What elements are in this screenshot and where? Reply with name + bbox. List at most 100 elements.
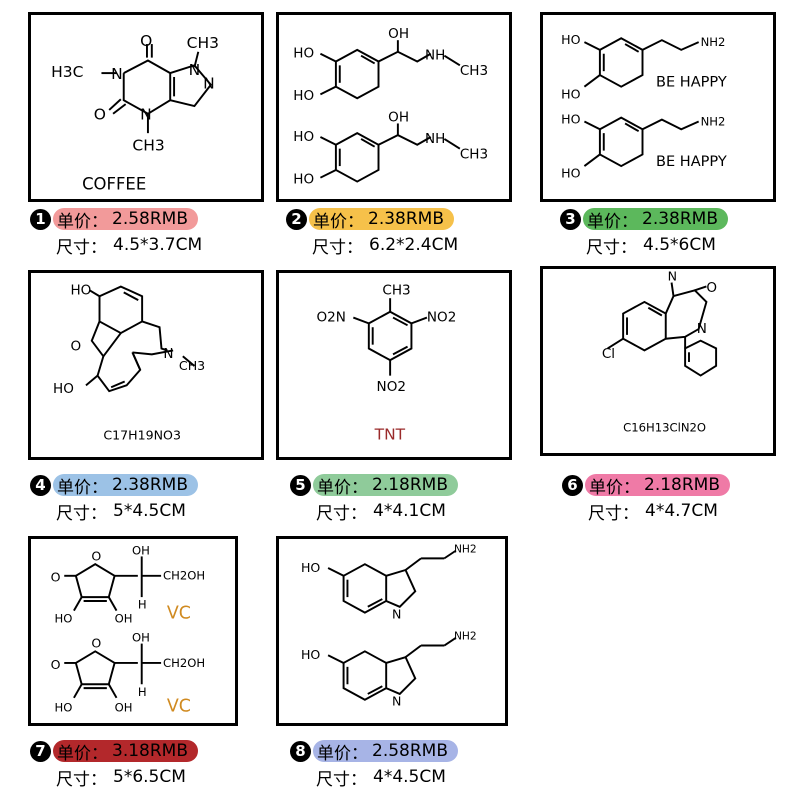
atom-nh-ser2: N — [392, 694, 401, 709]
formula-diazepam: C16H13ClN2O — [623, 421, 706, 435]
sticker-1-caffeine: O H3C N O N CH3 N CH3 N COFFEE — [28, 12, 264, 202]
atom-oh2-vc1: OH — [115, 611, 133, 625]
atom-o-left: O — [94, 106, 106, 124]
atom-nh-a: NH — [425, 48, 445, 64]
size-value: 4*4.7CM — [645, 501, 718, 521]
atom-o-top: O — [140, 32, 152, 50]
price-row-5: 5 单价： 2.18RMB — [290, 472, 458, 498]
caption-tnt: TNT — [374, 426, 406, 444]
atom-ho-morphine-bottom: HO — [53, 381, 74, 397]
atom-nh2-c: NH2 — [701, 35, 726, 49]
atom-oh-b: OH — [388, 110, 409, 126]
atom-ho-c1: HO — [561, 32, 580, 47]
atom-ch3-tnt: CH3 — [382, 282, 410, 298]
price-row-1: 1 单价： 2.58RMB — [30, 206, 202, 232]
atom-nh2-ser2: NH2 — [454, 630, 477, 643]
size-label: 尺寸： — [56, 769, 107, 790]
size-label: 尺寸： — [56, 237, 107, 258]
atom-nh-b: NH — [425, 131, 445, 147]
info-1: 1 单价： 2.58RMB 尺寸： 4.5*3.7CM — [30, 206, 202, 258]
price-pill: 单价： 3.18RMB — [53, 740, 198, 764]
number-badge: 6 — [562, 474, 583, 496]
size-row-3: 尺寸： 4.5*6CM — [560, 232, 728, 258]
adrenaline-structure: HO HO OH NH CH3 HO HO OH NH CH3 — [293, 26, 488, 187]
formula-morphine: C17H19NO3 — [103, 428, 181, 443]
price-value: 2.38RMB — [112, 475, 188, 495]
atom-ho-ser1: HO — [301, 560, 320, 575]
atom-o2n-tnt: O2N — [317, 309, 346, 325]
number-badge: 5 — [290, 474, 311, 496]
atom-n4-diazepam: N — [697, 321, 707, 337]
price-value: 2.18RMB — [644, 475, 720, 495]
number-badge: 4 — [30, 474, 51, 496]
atom-n1-diazepam: N — [668, 269, 677, 284]
atom-oh2-vc2: OH — [115, 700, 133, 714]
price-pill: 单价： 2.58RMB — [53, 208, 198, 232]
info-4: 4 单价： 2.38RMB 尺寸： 5*4.5CM — [30, 472, 198, 524]
info-3: 3 单价： 2.38RMB 尺寸： 4.5*6CM — [560, 206, 728, 258]
size-row-8: 尺寸： 4*4.5CM — [290, 764, 458, 790]
price-pill: 单价： 2.18RMB — [313, 474, 458, 498]
price-label: 单价： — [589, 477, 640, 498]
size-row-5: 尺寸： 4*4.1CM — [290, 498, 458, 524]
price-label: 单价： — [57, 743, 108, 764]
atom-oh-a: OH — [388, 26, 409, 42]
sticker-3-dopamine: HO HO NH2 BE HAPPY HO HO NH2 BE HAPPY — [540, 12, 776, 202]
atom-ho-d1: HO — [561, 111, 580, 126]
atom-o-vc1: O — [51, 570, 61, 585]
size-row-4: 尺寸： 5*4.5CM — [30, 498, 198, 524]
atom-ch3-right: CH3 — [187, 34, 219, 52]
caption-coffee: COFFEE — [82, 174, 146, 193]
atom-ho-a1: HO — [293, 46, 314, 62]
atom-n3: N — [140, 106, 152, 124]
atom-ch3-a: CH3 — [460, 63, 488, 79]
sticker-8-serotonin: HO NH2 N HO NH2 N — [276, 536, 508, 726]
price-row-3: 3 单价： 2.38RMB — [560, 206, 728, 232]
price-row-6: 6 单价： 2.18RMB — [562, 472, 730, 498]
atom-no2-tnt-bottom: NO2 — [377, 379, 406, 395]
price-value: 2.18RMB — [372, 475, 448, 495]
price-row-4: 4 单价： 2.38RMB — [30, 472, 198, 498]
size-label: 尺寸： — [588, 503, 639, 524]
atom-o-ring-vc1: O — [91, 548, 101, 563]
info-6: 6 单价： 2.18RMB 尺寸： 4*4.7CM — [562, 472, 730, 524]
size-label: 尺寸： — [316, 769, 367, 790]
size-value: 4*4.5CM — [373, 767, 446, 787]
dopamine-structure: HO HO NH2 BE HAPPY HO HO NH2 BE HAPPY — [561, 32, 727, 181]
atom-h-vc2: H — [138, 685, 147, 699]
price-pill: 单价： 2.38RMB — [583, 208, 728, 232]
size-row-2: 尺寸： 6.2*2.4CM — [286, 232, 458, 258]
info-7: 7 单价： 3.18RMB 尺寸： 5*6.5CM — [30, 738, 198, 790]
atom-o-diazepam: O — [706, 280, 717, 296]
caffeine-structure: O H3C N O N CH3 N CH3 N COFFEE — [51, 32, 219, 193]
atom-no2-tnt-right: NO2 — [427, 309, 456, 325]
atom-nh-ser1: N — [392, 606, 401, 621]
caption-be-happy-2: BE HAPPY — [656, 154, 727, 170]
price-label: 单价： — [317, 743, 368, 764]
price-value: 2.38RMB — [642, 209, 718, 229]
size-value: 4.5*6CM — [643, 235, 716, 255]
size-value: 5*6.5CM — [113, 767, 186, 787]
atom-nh2-d: NH2 — [701, 114, 726, 128]
atom-n9: N — [203, 75, 215, 93]
price-label: 单价： — [587, 211, 638, 232]
price-pill: 单价： 2.18RMB — [585, 474, 730, 498]
atom-n1: N — [111, 65, 123, 83]
atom-o-bridge: O — [70, 338, 81, 354]
atom-h-vc1: H — [138, 598, 147, 612]
atom-n-morphine: N — [163, 346, 173, 362]
sticker-7-vitamin-c: O O OH CH2OH H HO OH VC O O OH CH2OH H H… — [28, 536, 238, 726]
number-badge: 3 — [560, 208, 581, 230]
atom-o-ring-vc2: O — [91, 635, 101, 650]
price-value: 2.58RMB — [112, 209, 188, 229]
price-pill: 单价： 2.58RMB — [313, 740, 458, 764]
atom-cl-diazepam: Cl — [602, 346, 615, 362]
caption-vc-2: VC — [167, 696, 191, 716]
sticker-6-diazepam: N O N Cl C16H13ClN2O — [540, 266, 776, 456]
price-label: 单价： — [57, 211, 108, 232]
size-row-7: 尺寸： 5*6.5CM — [30, 764, 198, 790]
atom-ch3-bottom: CH3 — [132, 137, 164, 155]
diazepam-structure: N O N Cl C16H13ClN2O — [602, 269, 717, 435]
size-row-1: 尺寸： 4.5*3.7CM — [30, 232, 202, 258]
atom-ch2oh-vc1: CH2OH — [163, 569, 205, 583]
